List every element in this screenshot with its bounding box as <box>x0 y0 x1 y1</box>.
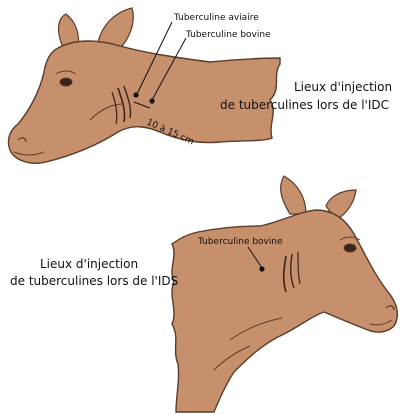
top-label-aviaire: Tuberculine aviaire <box>173 13 259 23</box>
top-caption-line2: de tuberculines lors de l'IDC <box>220 98 389 112</box>
bottom-caption-line1: Lieux d'injection <box>40 257 138 271</box>
bovine-bottom-injection-point <box>259 266 264 271</box>
top-cow-eye <box>60 78 72 86</box>
bottom-cow-eye <box>344 244 356 252</box>
bottom-label-bovine: Tuberculine bovine <box>197 237 283 247</box>
bottom-caption-line2: de tuberculines lors de l'IDS <box>10 274 178 288</box>
top-label-bovine: Tuberculine bovine <box>185 30 271 40</box>
bovine-top-injection-point <box>149 98 154 103</box>
bottom-cow-left-ear <box>281 176 306 214</box>
aviaire-injection-point <box>133 92 138 97</box>
top-caption-line1: Lieux d'injection <box>294 80 392 94</box>
bottom-cow-illustration <box>172 176 397 412</box>
